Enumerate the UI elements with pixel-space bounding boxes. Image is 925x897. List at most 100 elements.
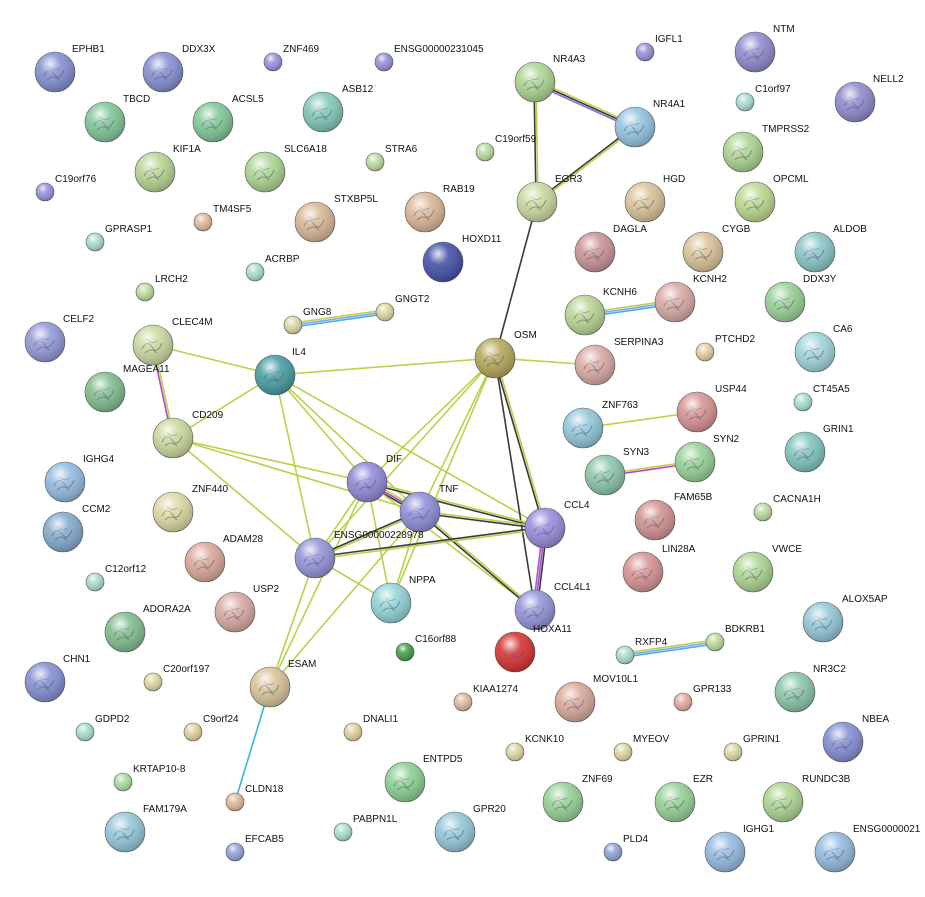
node-opcml[interactable]: OPCML [734,174,809,223]
edge-tnf-ccl4[interactable] [419,510,546,530]
node-nell2[interactable]: NELL2 [834,74,904,123]
node-slc6a18[interactable]: SLC6A18 [244,144,327,193]
node-dif[interactable]: DIF [346,454,402,503]
edge-dif-esam[interactable] [269,481,368,688]
node-kif1a[interactable]: KIF1A [134,144,201,193]
node-stxbp5l[interactable]: STXBP5L [294,194,378,243]
node-nr4a3[interactable]: NR4A3 [514,54,586,103]
node-hoxd11[interactable]: HOXD11 [422,234,502,283]
node-ca6[interactable]: CA6 [794,324,853,373]
node-ezr[interactable]: EZR [654,774,713,823]
node-ensg0000021[interactable]: ENSG0000021 [814,824,921,873]
node-asb12[interactable]: ASB12 [302,84,374,133]
node-ntm[interactable]: NTM [734,24,795,73]
node-znf69[interactable]: ZNF69 [542,774,613,823]
node-syn3[interactable]: SYN3 [584,447,650,496]
node-celf2[interactable]: CELF2 [24,314,95,363]
node-nppa[interactable]: NPPA [370,575,436,624]
node-mov10l1[interactable]: MOV10L1 [554,674,638,723]
node-nbea[interactable]: NBEA [822,714,890,763]
edge-osm-nppa[interactable] [390,357,496,604]
node-usp2[interactable]: USP2 [214,584,280,633]
node-acrbp[interactable]: ACRBP [245,254,300,282]
node-vwce[interactable]: VWCE [732,544,802,593]
node-ct45a5[interactable]: CT45A5 [793,384,850,412]
edge-ensg00000228978-esam[interactable] [269,557,316,688]
node-ddx3x[interactable]: DDX3X [142,44,216,93]
node-tnf[interactable]: TNF [399,484,458,533]
node-gpr20[interactable]: GPR20 [434,804,506,853]
node-kcnh6[interactable]: KCNH6 [564,287,637,336]
node-efcab5[interactable]: EFCAB5 [225,834,284,862]
node-cygb[interactable]: CYGB [682,224,751,273]
node-gdpd2[interactable]: GDPD2 [75,714,130,742]
node-ighg1[interactable]: IGHG1 [704,824,775,873]
node-usp44[interactable]: USP44 [676,384,747,433]
node-gprasp1[interactable]: GPRASP1 [85,224,153,252]
edge-dif-ccl4[interactable] [366,480,546,530]
node-nr4a1[interactable]: NR4A1 [614,99,686,148]
node-acsl5[interactable]: ACSL5 [192,94,264,143]
node-znf763[interactable]: ZNF763 [562,400,639,449]
node-alox5ap[interactable]: ALOX5AP [802,594,888,643]
edge-nr4a1-egr3[interactable] [535,125,637,204]
edge-osm-ensg00000228978[interactable] [314,357,496,559]
node-nr3c2[interactable]: NR3C2 [774,664,846,713]
node-c19orf59[interactable]: C19orf59 [475,134,537,162]
node-cd209[interactable]: CD209 [152,410,224,459]
node-ptchd2[interactable]: PTCHD2 [695,334,755,362]
node-c16orf88[interactable]: C16orf88 [395,634,457,662]
node-entpd5[interactable]: ENTPD5 [384,754,463,803]
node-pabpn1l[interactable]: PABPN1L [333,814,398,842]
node-gng8[interactable]: GNG8 [283,307,332,335]
edge-clec4m-il4[interactable] [152,344,276,376]
node-egr3[interactable]: EGR3 [516,174,583,223]
node-bdkrb1[interactable]: BDKRB1 [705,624,765,652]
node-tmprss2[interactable]: TMPRSS2 [722,124,810,173]
node-ensg00000228978[interactable]: ENSG00000228978 [294,530,424,579]
node-lin28a[interactable]: LIN28A [622,544,696,593]
node-kcnk10[interactable]: KCNK10 [505,734,564,762]
node-ensg00000231045[interactable]: ENSG00000231045 [374,44,484,72]
node-stra6[interactable]: STRA6 [365,144,418,172]
node-c20orf197[interactable]: C20orf197 [143,664,210,692]
node-adora2a[interactable]: ADORA2A [104,604,191,653]
edge-gng8-gngt2[interactable] [292,309,386,328]
node-fam179a[interactable]: FAM179A [104,804,187,853]
edge-cd209-dif[interactable] [172,437,368,483]
node-magea11[interactable]: MAGEA11 [84,364,170,413]
node-chn1[interactable]: CHN1 [24,654,91,703]
node-c12orf12[interactable]: C12orf12 [85,564,147,592]
edge-osm-ccl4l1[interactable] [494,357,536,611]
node-dnali1[interactable]: DNALI1 [343,714,398,742]
node-znf440[interactable]: ZNF440 [152,484,229,533]
node-c19orf76[interactable]: C19orf76 [35,174,97,202]
node-rab19[interactable]: RAB19 [404,184,475,233]
node-serpina3[interactable]: SERPINA3 [574,337,664,386]
node-cldn18[interactable]: CLDN18 [225,784,284,812]
node-krtap10-8[interactable]: KRTAP10-8 [113,764,186,792]
node-ighg4[interactable]: IGHG4 [44,454,115,503]
node-ccl4[interactable]: CCL4 [524,500,590,549]
node-c9orf24[interactable]: C9orf24 [183,714,239,742]
node-igfl1[interactable]: IGFL1 [635,34,683,62]
node-rundc3b[interactable]: RUNDC3B [762,774,851,823]
edge-cd209-ensg00000228978[interactable] [172,437,316,559]
node-osm[interactable]: OSM [474,330,537,379]
edge-il4-osm[interactable] [274,357,496,376]
node-hgd[interactable]: HGD [624,174,685,223]
node-myeov[interactable]: MYEOV [613,734,669,762]
node-gpr133[interactable]: GPR133 [673,684,732,712]
node-kcnh2[interactable]: KCNH2 [654,274,727,323]
edge-dif-nppa[interactable] [366,481,392,604]
node-il4[interactable]: IL4 [254,347,306,396]
edge-il4-ensg00000228978[interactable] [274,374,316,559]
edge-osm-ccl4[interactable] [493,357,547,529]
node-hoxa11[interactable]: HOXA11 [494,624,572,673]
edge-tnf-ccl4l1[interactable] [418,510,537,612]
node-syn2[interactable]: SYN2 [674,434,740,483]
edge-osm-dif[interactable] [366,357,496,483]
node-dagla[interactable]: DAGLA [574,224,647,273]
node-kiaa1274[interactable]: KIAA1274 [453,684,518,712]
node-ephb1[interactable]: EPHB1 [34,44,105,93]
